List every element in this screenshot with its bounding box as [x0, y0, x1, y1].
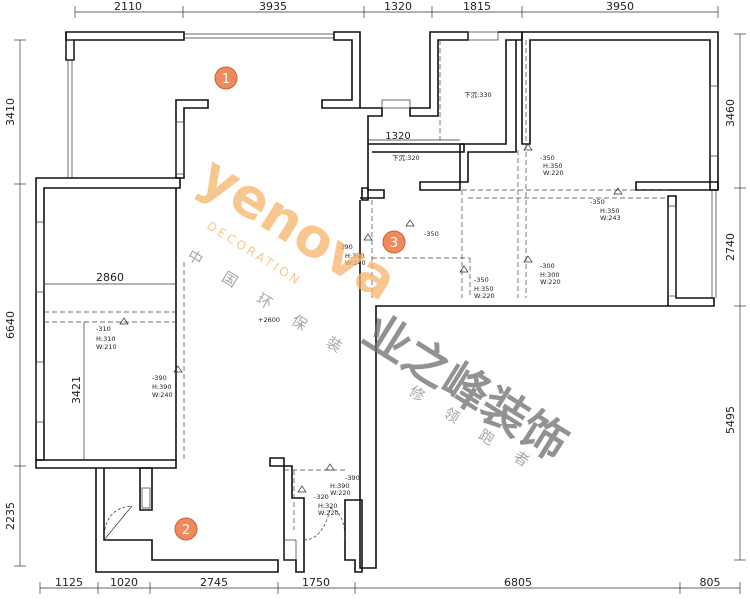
walls	[35, 31, 719, 573]
height-mark: -390	[338, 243, 353, 251]
height-mark: -310	[96, 325, 111, 333]
right-dimension-chain: 3460 2740 5495	[724, 33, 746, 561]
watermark: yenova DECORATION 中国环保装 修领跑者 业之峰装饰	[184, 144, 578, 485]
dim-right-1: 3460	[724, 99, 737, 127]
spec-width: W:220	[474, 292, 495, 300]
room-marker-3: 3	[382, 230, 406, 254]
svg-text:2: 2	[182, 523, 190, 538]
light-fixture	[297, 485, 307, 493]
spec-height: H:390	[152, 383, 171, 391]
left-dimension-chain: 3410 6640 2235	[4, 39, 26, 567]
spec-height: H:390	[345, 252, 364, 260]
height-mark: -350	[424, 230, 439, 238]
height-mark: +2600	[258, 316, 280, 324]
room-marker-1: 1	[214, 66, 238, 90]
spec-width: W:220	[318, 509, 339, 517]
height-mark: -350	[540, 154, 555, 162]
ceiling-drop-320: 下沉:320	[392, 154, 420, 162]
spec-height: H:350	[543, 162, 562, 170]
spec-height: H:390	[330, 482, 349, 490]
inner-dimensions: 1320 2860 3421	[44, 131, 460, 460]
ceiling-lines	[44, 40, 668, 530]
dim-bottom-2: 1020	[110, 576, 138, 589]
light-fixtures	[119, 143, 623, 493]
dim-top-4: 1815	[463, 0, 491, 13]
bottom-dimension-chain: 1125 1020 2745 1750 6805 805	[39, 576, 741, 594]
room-markers: 1 2 3	[174, 66, 406, 541]
room-marker-2: 2	[174, 517, 198, 541]
dim-bottom-5: 6805	[504, 576, 532, 589]
height-mark: -300	[540, 262, 555, 270]
dim-top-1: 2110	[114, 0, 142, 13]
dim-top-3: 1320	[384, 0, 412, 13]
light-specs: H:310 W:210 H:390 W:240 H:390 W:240 H:35…	[96, 162, 621, 517]
svg-text:3: 3	[390, 236, 398, 251]
light-fixture	[173, 365, 183, 373]
top-dimension-chain: 2110 3935 1320 1815 3950	[74, 0, 719, 18]
spec-width: W:243	[600, 214, 621, 222]
dim-bottom-3: 2745	[200, 576, 228, 589]
light-fixture	[405, 219, 415, 227]
bedroom-height: 3421	[70, 376, 83, 404]
height-mark: -320	[314, 493, 329, 501]
light-fixture	[363, 233, 373, 241]
height-mark: -350	[474, 276, 489, 284]
spec-height: H:310	[96, 335, 115, 343]
spec-width: W:220	[543, 169, 564, 177]
corridor-width: 1320	[385, 131, 410, 142]
spec-height: H:350	[474, 285, 493, 293]
dim-bottom-6: 805	[700, 576, 721, 589]
spec-height: H:350	[600, 207, 619, 215]
light-fixture	[613, 187, 623, 195]
dim-left-2: 6640	[4, 311, 17, 339]
spec-height: H:320	[318, 502, 337, 510]
dim-right-3: 5495	[724, 406, 737, 434]
spec-width: W:240	[152, 391, 173, 399]
light-fixture	[523, 143, 533, 151]
dim-bottom-4: 1750	[302, 576, 330, 589]
spec-width: W:240	[345, 259, 366, 267]
light-fixture	[459, 265, 469, 273]
light-fixture	[325, 463, 335, 471]
spec-height: H:300	[540, 271, 559, 279]
bedroom-width: 2860	[96, 271, 124, 284]
dim-bottom-1: 1125	[55, 576, 83, 589]
dim-left-1: 3410	[4, 98, 17, 126]
company-logo-text: 业之峰装饰	[354, 304, 578, 472]
height-mark: -390	[152, 374, 167, 382]
spec-width: W:220	[330, 489, 351, 497]
dim-right-2: 2740	[724, 233, 737, 261]
dim-top-2: 3935	[259, 0, 287, 13]
spec-width: W:220	[540, 278, 561, 286]
height-marks: +2600 -310 -390 -390 -390 -350 -350 -350…	[96, 154, 605, 501]
dim-left-3: 2235	[4, 502, 17, 530]
door-swings	[103, 505, 346, 541]
height-mark: -390	[345, 474, 360, 482]
dim-top-5: 3950	[606, 0, 634, 13]
height-mark: -350	[590, 198, 605, 206]
light-fixture	[523, 255, 533, 263]
ceiling-drop-330: 下沉:330	[464, 91, 492, 99]
spec-width: W:210	[96, 343, 117, 351]
light-fixture	[119, 317, 129, 325]
svg-text:1: 1	[222, 72, 230, 87]
